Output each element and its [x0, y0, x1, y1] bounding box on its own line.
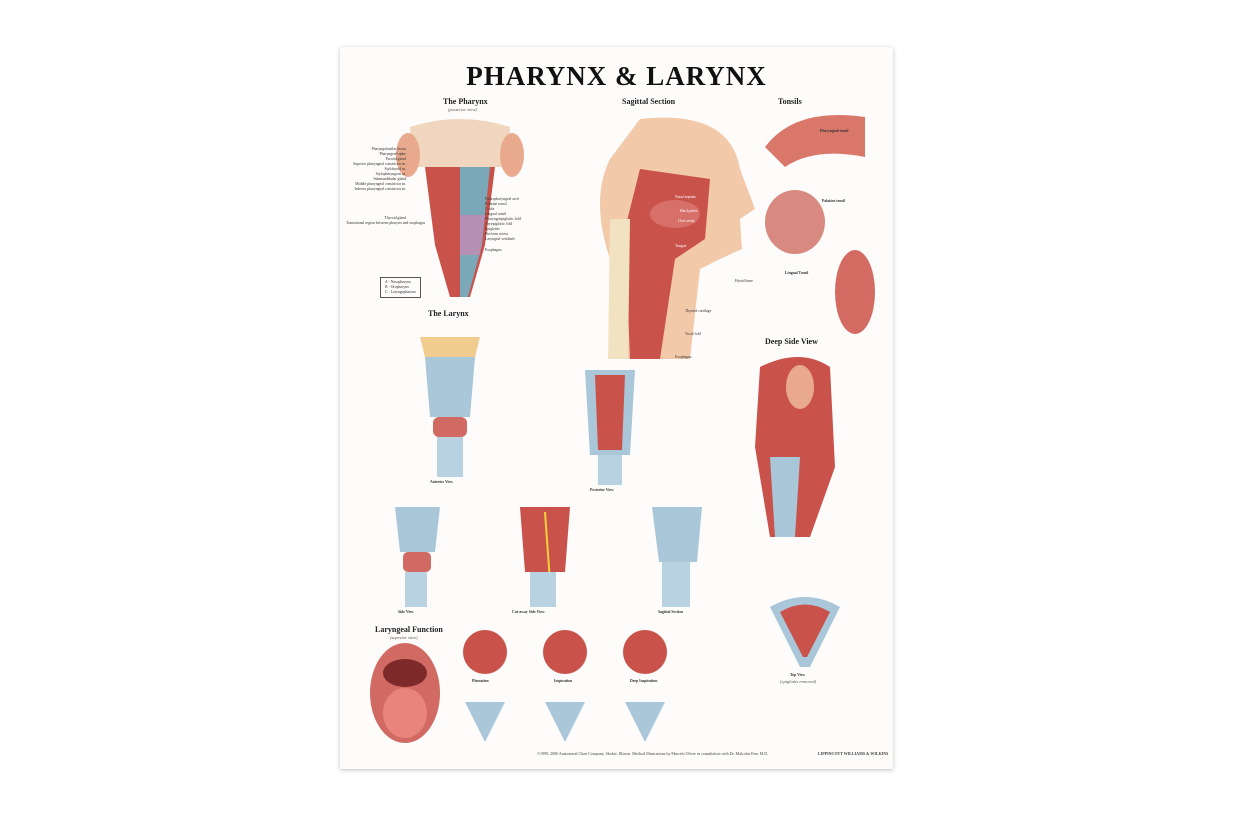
- label: Pharyngobasilar fascia: [371, 147, 406, 151]
- label: Parotid gland: [385, 157, 406, 161]
- publisher-logo: LIPPINCOTT WILLIAMS & WILKINS: [818, 751, 889, 756]
- label: Aryepiglottic fold: [485, 222, 513, 226]
- label: Superior pharyngeal constrictor m.: [353, 162, 406, 166]
- label: Hyoid bone: [735, 279, 753, 283]
- label: Lingual tonsil: [485, 212, 507, 216]
- view-label: Anterior View: [430, 480, 454, 484]
- larynx-anterior-illustration: [420, 337, 480, 477]
- legend-item: C - Laryngopharynx: [385, 290, 416, 294]
- label: Stylopharyngeus m.: [375, 172, 406, 176]
- label: Palatine tonsil: [485, 202, 507, 206]
- label: Uvula: [485, 207, 495, 211]
- larynx-sagittal-illustration: [652, 507, 702, 607]
- anatomy-poster: PHARYNX & LARYNX The Pharynx (posterior …: [340, 47, 893, 769]
- function-state-label: Phonation: [472, 679, 489, 683]
- label: Transitional region between pharynx and …: [346, 221, 426, 225]
- tonsil-label: Lingual Tonsil: [785, 271, 809, 275]
- vocal-cord-illustrations: [463, 630, 667, 742]
- pharynx-legend: A - Nasopharynx B - Oropharynx C - Laryn…: [380, 277, 421, 298]
- open-mouth-illustration: [370, 643, 440, 743]
- top-view-illustration: [770, 597, 840, 667]
- label: Laryngeal vestibule: [485, 237, 516, 241]
- pharynx-left-labels: Pharyngobasilar fascia Pharyngeal raphe …: [346, 147, 426, 226]
- legend-item: B - Oropharynx: [385, 285, 410, 289]
- copyright-credit: ©1999, 2000 Anatomical Chart Company, Sk…: [537, 751, 769, 756]
- label: Epiglottis: [485, 227, 500, 231]
- pharynx-right-labels: Palatopharyngeal arch Palatine tonsil Uv…: [485, 197, 521, 253]
- function-state-label: Inspiration: [554, 679, 573, 683]
- sagittal-heading: Sagittal Section: [622, 97, 676, 106]
- function-subheading: (superior view): [390, 635, 418, 640]
- pharynx-heading: The Pharynx: [443, 97, 488, 106]
- top-view-heading: Top View: [790, 673, 806, 677]
- label: Thyroid cartilage: [685, 309, 712, 313]
- function-heading: Laryngeal Function: [375, 625, 443, 634]
- label: Vocal fold: [685, 332, 701, 336]
- larynx-heading: The Larynx: [428, 309, 469, 318]
- view-label: Sagittal Section: [658, 610, 684, 614]
- larynx-posterior-illustration: [585, 370, 635, 485]
- tonsil-label: Palatine tonsil: [822, 199, 846, 203]
- view-label: Cut-away Side View: [512, 610, 545, 614]
- tonsils-heading: Tonsils: [778, 97, 802, 106]
- label: Esophagus: [485, 248, 502, 252]
- view-label: Side View: [398, 610, 414, 614]
- legend-item: A - Nasopharynx: [385, 280, 411, 284]
- pharynx-subheading: (posterior view): [448, 107, 477, 112]
- top-view-subheading: (epiglottis removed): [780, 679, 817, 684]
- larynx-side-illustration: [395, 507, 440, 607]
- sagittal-head-illustration: [600, 117, 755, 359]
- label: Tongue: [675, 244, 687, 248]
- deep-side-illustration: [755, 357, 835, 537]
- poster-title: PHARYNX & LARYNX: [466, 61, 767, 91]
- label: Oral cavity: [678, 219, 695, 223]
- pharynx-illustration: [396, 119, 524, 297]
- label: Middle pharyngeal constrictor m.: [355, 182, 406, 186]
- larynx-cutaway-illustration: [520, 507, 570, 607]
- label: Thyroid gland: [384, 216, 406, 220]
- function-state-label: Deep Inspiration: [630, 679, 658, 683]
- tonsil-label: Pharyngeal tonsil: [820, 129, 849, 133]
- label: Esophagus: [675, 355, 692, 359]
- tonsils-illustration: [765, 115, 875, 334]
- view-label: Posterior View: [590, 488, 614, 492]
- label: Piriform recess: [485, 232, 509, 236]
- label: Stylohyoid m.: [384, 167, 406, 171]
- label: Pharyngeal raphe: [379, 152, 406, 156]
- label: Hard palate: [680, 209, 698, 213]
- label: Inferior pharyngeal constrictor m.: [354, 187, 406, 191]
- label: Palatopharyngeal arch: [485, 197, 519, 201]
- label: Nasal septum: [675, 195, 696, 199]
- deep-side-heading: Deep Side View: [765, 337, 818, 346]
- label: Submandibular gland: [373, 177, 406, 181]
- label: Pharyngoepiglottic fold: [485, 217, 521, 221]
